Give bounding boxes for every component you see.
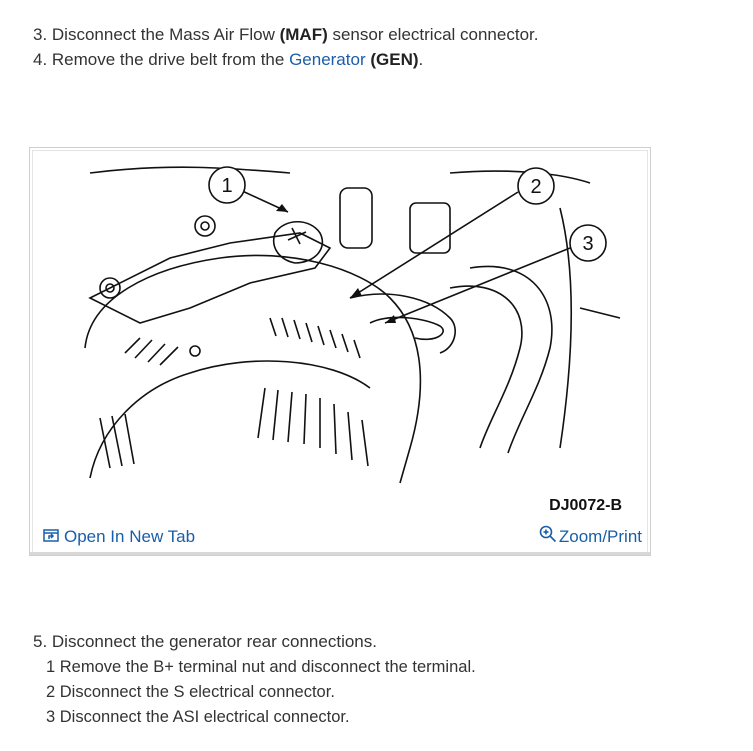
bolt-left-inner (105, 283, 115, 293)
open-in-new-tab-label: Open In New Tab (64, 527, 196, 546)
generator-illustration: 1 2 3 (84, 166, 621, 484)
leader-3-arrow (385, 315, 396, 323)
step-3-text: 3. Disconnect the Mass Air Flow (33, 25, 280, 44)
zoom-print-label: Zoom/Print (558, 526, 642, 546)
coolant-hose (449, 285, 523, 449)
bolt-top (194, 215, 216, 237)
mounting-bracket (88, 232, 332, 324)
leader-1-arrow (276, 204, 288, 212)
leader-3 (384, 247, 571, 324)
step-3: 3. Disconnect the Mass Air Flow (MAF) se… (33, 24, 538, 46)
fan-blades (257, 387, 369, 467)
step-4-suffix: . (418, 50, 424, 69)
substep-2: 2 Disconnect the S electrical connector. (46, 683, 335, 701)
callout-circle-2 (517, 167, 555, 205)
substep-3: 3 Disconnect the ASI electrical connecto… (46, 708, 350, 726)
step-4: 4. Remove the drive belt from the Genera… (33, 49, 423, 71)
zoom-in-icon (539, 525, 557, 548)
bolt-top-inner (200, 221, 210, 231)
leader-2-arrow (350, 288, 362, 298)
coolant-hose-outer (469, 265, 553, 454)
callout-circle-3 (569, 224, 607, 262)
step-4-gen: (GEN) (370, 50, 419, 69)
sensor-left (339, 187, 373, 249)
right-structure (559, 207, 621, 449)
terminal-connector (273, 220, 324, 264)
substep-1: 1 Remove the B+ terminal nut and disconn… (46, 658, 476, 676)
zoom-print-button[interactable]: Zoom/Print (539, 525, 642, 548)
generator-link[interactable]: Generator (289, 50, 366, 69)
wire-harness (349, 293, 456, 354)
terminal-post (287, 227, 307, 245)
callout-2: 2 (530, 176, 541, 198)
bolt-left (99, 277, 121, 299)
figure-container: 1 2 3 DJ0072-B Open In New Tab Zoom/Prin… (29, 147, 651, 556)
top-frame-line (89, 166, 591, 184)
bolt-center (189, 345, 201, 357)
step-5: 5. Disconnect the generator rear connect… (33, 632, 377, 651)
open-new-tab-icon (43, 527, 59, 547)
rear-vents (99, 413, 135, 469)
generator-front-curve (89, 360, 371, 479)
sensor-right (409, 202, 451, 254)
step-3-suffix: sensor electrical connector. (327, 25, 539, 44)
generator-housing (84, 254, 422, 484)
open-in-new-tab-button[interactable]: Open In New Tab (43, 527, 195, 547)
callout-1: 1 (221, 175, 232, 197)
step-3-maf: (MAF) (279, 25, 328, 44)
connector-loop (369, 316, 444, 341)
figure-bottom-rule (30, 552, 650, 555)
fan-ribs (124, 317, 361, 366)
figure-id-label: DJ0072-B (549, 497, 622, 514)
leader-2 (349, 191, 519, 299)
callout-circle-1 (208, 166, 246, 204)
step-4-text: 4. Remove the drive belt from the (33, 50, 290, 69)
callout-3: 3 (582, 233, 593, 255)
